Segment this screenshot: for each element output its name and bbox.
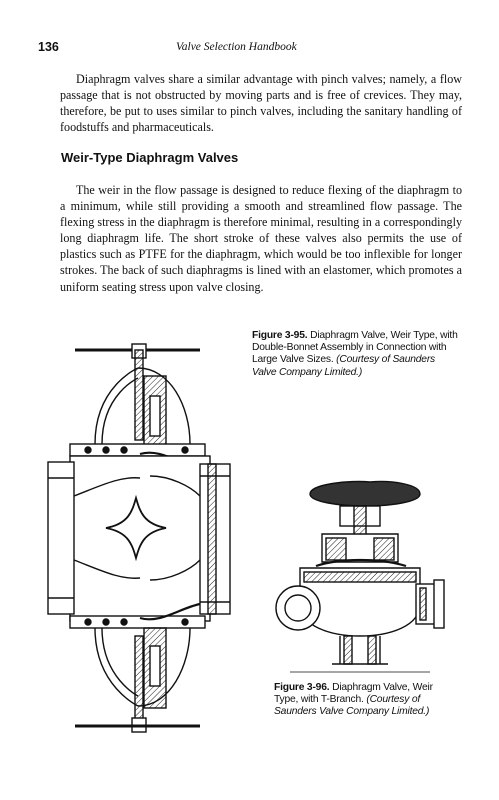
figure-3-95-credit: (Courtesy of Saunders Valve Company Limi… bbox=[252, 354, 435, 378]
figure-3-95-drawing bbox=[47, 343, 231, 733]
figure-3-96-label: Figure 3-96. bbox=[274, 682, 330, 693]
figure-3-96-credit: (Courtesy of Saunders Valve Company Limi… bbox=[274, 694, 430, 718]
section-heading: Weir-Type Diaphragm Valves bbox=[61, 150, 239, 165]
body-paragraph-1: Diaphragm valves share a similar advanta… bbox=[60, 72, 462, 135]
figure-3-96-caption: Figure 3-96. Diaphragm Valve, Weir Type,… bbox=[274, 682, 454, 719]
page-header: 136 Valve Selection Handbook bbox=[38, 40, 461, 56]
running-title: Valve Selection Handbook bbox=[176, 41, 297, 53]
figure-3-95-label: Figure 3-95. bbox=[252, 330, 308, 341]
figure-3-96-text: Diaphragm Valve, Weir Type, with T-Branc… bbox=[274, 682, 433, 706]
body-paragraph-2: The weir in the flow passage is designed… bbox=[60, 183, 462, 294]
page-number: 136 bbox=[38, 40, 59, 54]
figure-3-96-drawing bbox=[275, 480, 445, 673]
figure-3-95-text: Diaphragm Valve, Weir Type, with Double-… bbox=[252, 330, 458, 366]
figure-3-95-caption: Figure 3-95. Diaphragm Valve, Weir Type,… bbox=[252, 330, 458, 379]
